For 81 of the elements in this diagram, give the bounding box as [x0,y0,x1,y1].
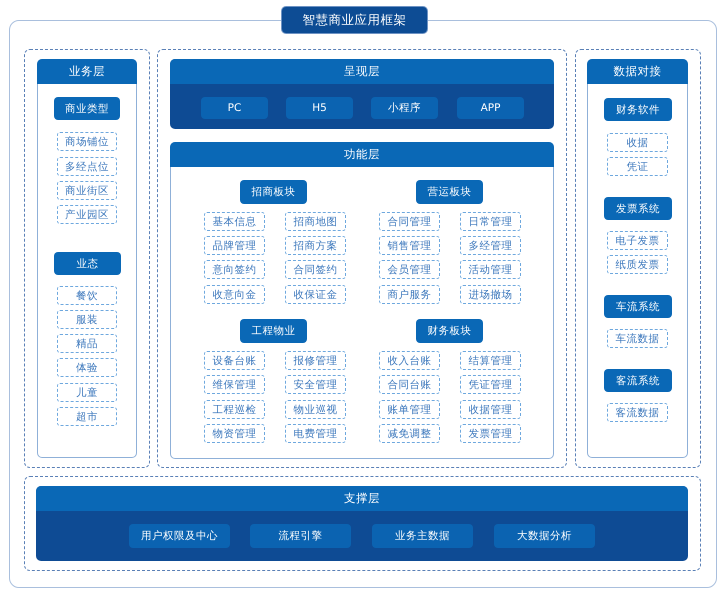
module-tile: H5 [286,97,353,119]
feature-item: 招商方案 [285,236,346,255]
dashed-group-frame [575,49,701,468]
feature-item: 服装 [57,310,117,329]
feature-item: 物业巡视 [285,400,346,419]
feature-item: 安全管理 [285,375,346,394]
layer-panel [587,59,688,458]
panel-header: 业务层 [37,59,137,84]
module-tile: 业务主数据 [372,524,473,548]
feature-item: 物资管理 [204,424,265,443]
feature-item: 收据 [607,133,668,152]
feature-item: 电费管理 [285,424,346,443]
category-heading: 财务板块 [416,319,483,343]
feature-item: 商户服务 [379,285,440,304]
layer-panel [37,59,137,458]
panel-header: 数据对接 [587,59,688,84]
dashed-group-frame [157,49,567,468]
category-heading: 发票系统 [604,197,672,220]
panel-header: 功能层 [170,142,554,167]
feature-item: 凭证管理 [460,375,521,394]
feature-item: 收保证金 [285,285,346,304]
category-heading: 工程物业 [240,319,307,343]
layer-panel [170,142,554,459]
module-tile: 流程引擎 [250,524,351,548]
feature-item: 商场铺位 [57,132,117,151]
feature-item: 基本信息 [204,212,265,231]
module-tile: 小程序 [371,97,438,119]
category-heading: 招商板块 [240,180,307,204]
feature-item: 凭证 [607,157,668,176]
feature-item: 餐饮 [57,286,117,305]
feature-item: 收据管理 [460,400,521,419]
panel-header: 支撑层 [36,486,688,511]
layer-panel [36,486,688,561]
feature-item: 意向签约 [204,260,265,279]
feature-item: 报修管理 [285,351,346,370]
feature-item: 活动管理 [460,260,521,279]
module-tile: PC [201,97,268,119]
module-tile: APP [457,97,524,119]
feature-item: 合同签约 [285,260,346,279]
feature-item: 多经管理 [460,236,521,255]
category-heading: 财务软件 [604,98,672,121]
feature-item: 发票管理 [460,424,521,443]
feature-item: 进场撤场 [460,285,521,304]
feature-item: 工程巡检 [204,400,265,419]
category-heading: 商业类型 [54,97,120,120]
dashed-group-frame [24,49,150,468]
feature-item: 合同管理 [379,212,440,231]
feature-item: 招商地图 [285,212,346,231]
feature-item: 合同台账 [379,375,440,394]
dashed-group-frame [24,476,701,571]
feature-item: 商业街区 [57,181,117,200]
feature-item: 纸质发票 [607,255,668,274]
feature-item: 日常管理 [460,212,521,231]
feature-item: 车流数据 [607,329,668,348]
feature-item: 产业园区 [57,205,117,224]
feature-item: 精品 [57,334,117,353]
title-banner: 智慧商业应用框架 [281,6,428,34]
category-heading: 业态 [54,252,121,275]
feature-item: 销售管理 [379,236,440,255]
feature-item: 收意向金 [204,285,265,304]
category-heading: 车流系统 [604,295,672,318]
feature-item: 多经点位 [57,157,117,176]
category-heading: 客流系统 [604,369,672,392]
feature-item: 超市 [57,407,117,426]
panel-header: 呈现层 [170,59,554,84]
feature-item: 客流数据 [607,403,668,422]
feature-item: 维保管理 [204,375,265,394]
module-tile: 用户权限及中心 [129,524,230,548]
layer-panel [170,59,554,129]
feature-item: 会员管理 [379,260,440,279]
feature-item: 账单管理 [379,400,440,419]
feature-item: 减免调整 [379,424,440,443]
feature-item: 收入台账 [379,351,440,370]
feature-item: 儿童 [57,383,117,402]
feature-item: 结算管理 [460,351,521,370]
feature-item: 电子发票 [607,231,668,250]
module-tile: 大数据分析 [494,524,595,548]
feature-item: 设备台账 [204,351,265,370]
feature-item: 品牌管理 [204,236,265,255]
category-heading: 营运板块 [416,180,483,204]
feature-item: 体验 [57,358,117,377]
